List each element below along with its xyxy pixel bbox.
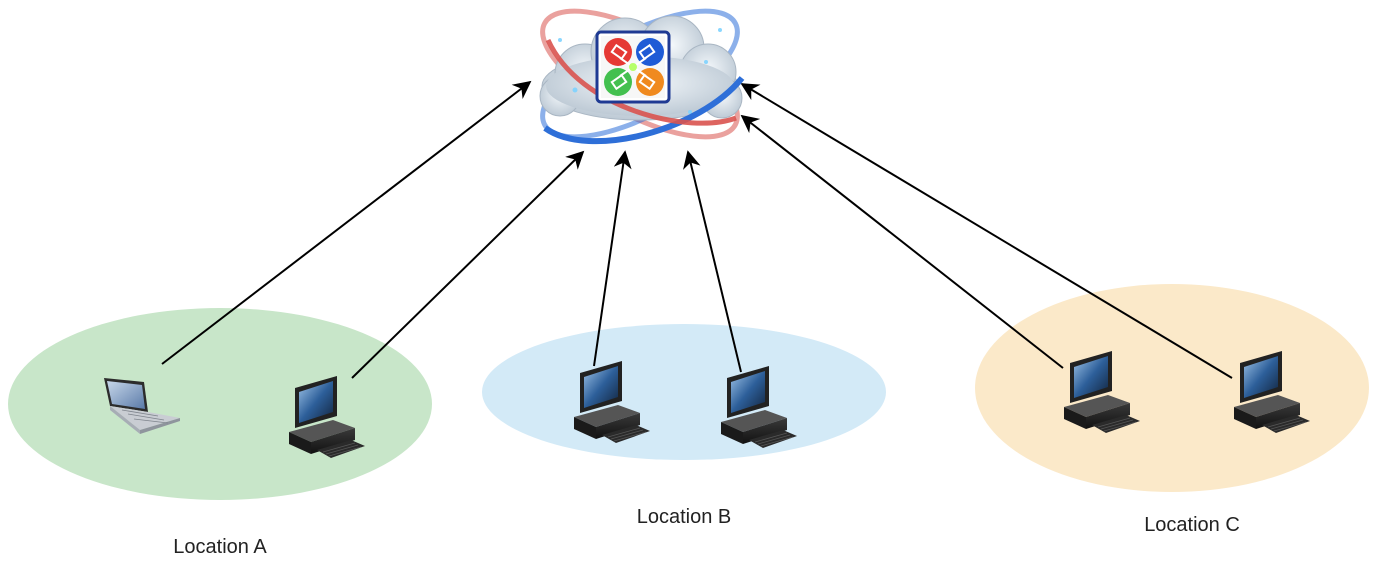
desktop-icon: [721, 366, 797, 448]
arrow-desktop-c1: [740, 114, 1064, 369]
cloud-server-icon: [539, 8, 745, 145]
arrow-desktop-a: [351, 150, 585, 379]
arrow-laptop-a: [161, 80, 532, 365]
location-b-label: Location B: [636, 506, 732, 528]
desktop-icon: [1234, 351, 1310, 433]
location-a-zone: [8, 308, 432, 500]
arrow-desktop-b2: [683, 150, 742, 373]
location-a-label: Location A: [173, 536, 267, 558]
location-c-zone: [975, 284, 1369, 492]
location-b-zone: [482, 324, 886, 460]
desktop-icon: [574, 361, 650, 443]
location-c-label: Location C: [1144, 514, 1240, 536]
connection-arrows: [161, 80, 1233, 379]
desktop-icon: [289, 376, 365, 458]
desktop-icon: [1064, 351, 1140, 433]
arrow-desktop-c2: [740, 83, 1233, 379]
arrow-desktop-b1: [593, 150, 632, 367]
laptop-icon: [104, 378, 180, 434]
